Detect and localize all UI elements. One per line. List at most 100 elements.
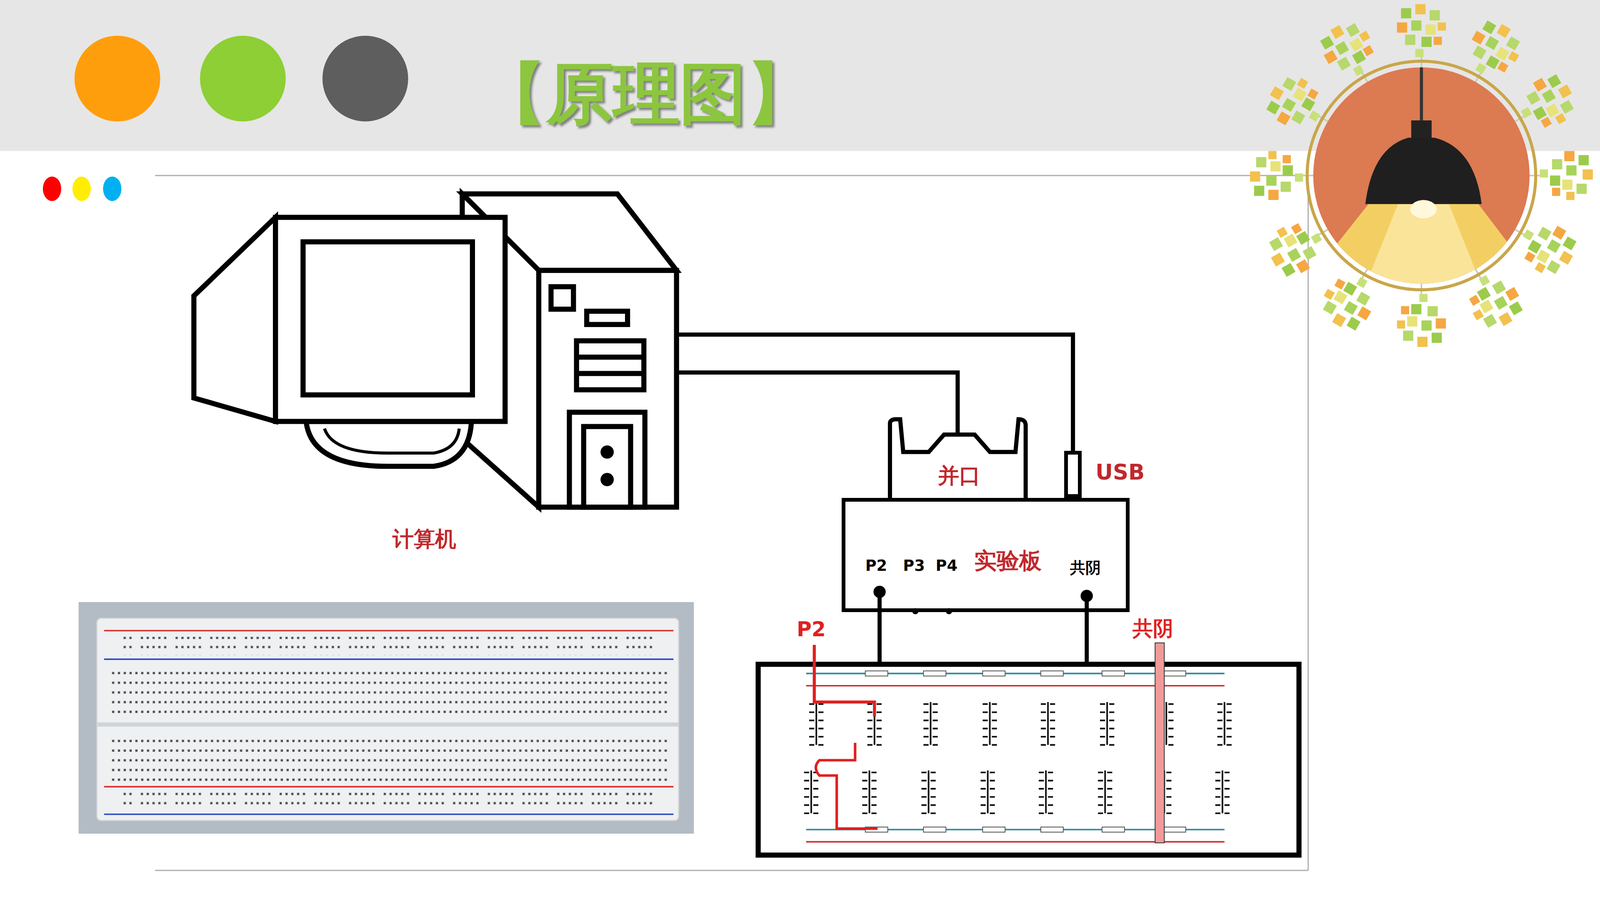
- breadboard-diagram-part: [980, 770, 995, 814]
- breadboard-photo-part: [120, 791, 657, 810]
- pin-wires-part: [873, 585, 886, 598]
- breadboard-diagram-part: [758, 664, 1300, 855]
- computer-drawing-part: [275, 217, 505, 422]
- cable-connector: [678, 334, 1074, 451]
- pin-label: P3: [902, 557, 925, 575]
- breadboard-diagram-part: [923, 702, 938, 745]
- breadboard-diagram-part: [1097, 770, 1113, 814]
- breadboard-photo-part: [97, 722, 679, 727]
- breadboard-diagram-part-part: [1163, 670, 1186, 676]
- breadboard-photo-part: [78, 602, 695, 834]
- breadboard-photo-part: [110, 733, 670, 783]
- breadboard-diagram-part: [1100, 702, 1115, 745]
- pin-wires-part: [1084, 595, 1089, 666]
- computer-drawing-part: [550, 286, 574, 310]
- breadboard-diagram-part: [804, 770, 819, 814]
- breadboard-diagram-part: [1215, 770, 1230, 814]
- breadboard-diagram-part-part: [923, 670, 946, 676]
- color-dots-part: [42, 176, 62, 202]
- computer-drawing-part: [576, 340, 645, 390]
- lamp-decoration: [1250, 4, 1593, 348]
- header-circles-part: [74, 35, 161, 122]
- pin-label: P4: [935, 557, 958, 575]
- pin-wires: [873, 585, 1093, 666]
- breadboard-photo-part: [110, 666, 670, 716]
- node-label: P2: [865, 557, 888, 575]
- computer-drawing: [193, 193, 677, 508]
- content-frame-part: [1307, 175, 1309, 871]
- wire-label: P2: [794, 617, 829, 642]
- connector-outline-path: [890, 419, 1026, 500]
- content-frame-part: [155, 175, 1308, 177]
- lamp-decoration-part: [1420, 67, 1423, 123]
- breadboard-diagram-part: [1038, 770, 1053, 814]
- breadboard-diagram-part-part: [982, 827, 1005, 833]
- breadboard-photo-part: [104, 630, 674, 632]
- header-circles-part: [200, 35, 286, 122]
- breadboard-diagram: [758, 642, 1300, 855]
- breadboard-diagram-part: [865, 670, 1186, 833]
- lamp-decoration-part: [1287, 199, 1557, 307]
- breadboard-diagram-part: [862, 770, 877, 814]
- color-dots-part: [102, 176, 122, 202]
- breadboard-diagram-part: [1155, 642, 1165, 843]
- breadboard-diagram-part: [815, 742, 878, 829]
- lamp-decoration-part: [1410, 200, 1437, 219]
- usb-connector: USB: [1064, 450, 1082, 498]
- computer-drawing-part: [576, 370, 645, 376]
- computer-drawing-part: [302, 241, 473, 395]
- lamp-decoration-part: [1365, 137, 1482, 205]
- wire-label: 共阴: [1130, 616, 1176, 641]
- color-dots-part: [72, 176, 91, 202]
- lamp-decoration-part-part: [1287, 199, 1557, 307]
- computer-drawing-part: [583, 426, 631, 508]
- computer-drawing-part: [324, 428, 460, 454]
- node-label: 计算机: [392, 527, 457, 551]
- computer-drawing-part: [306, 421, 472, 467]
- connector-outline: [887, 416, 1028, 500]
- breadboard-diagram-part-part: [1102, 670, 1125, 676]
- slide-title: 【原理图】: [479, 57, 813, 131]
- computer-drawing-part: [602, 475, 612, 484]
- computer-drawing-part: [569, 412, 645, 508]
- color-dots: [42, 176, 122, 202]
- computer-drawing-part: [586, 311, 628, 325]
- breadboard-diagram-part-part: [1163, 827, 1186, 833]
- parallel-port-connector: 并口: [887, 416, 1028, 500]
- breadboard-photo-part: [120, 636, 657, 655]
- breadboard-photo-part: [97, 618, 679, 821]
- computer-drawing-part: [538, 270, 677, 508]
- pin-label: 实验板: [974, 548, 1042, 574]
- breadboard-diagram-part: [1040, 702, 1055, 745]
- breadboard-diagram-part: [809, 702, 824, 745]
- node-label: USB: [1095, 460, 1145, 485]
- breadboard-diagram-part: [982, 702, 997, 745]
- breadboard-photo-part: [104, 785, 674, 788]
- breadboard-diagram-part-part: [1040, 670, 1064, 676]
- pin-wires-part: [1080, 590, 1093, 603]
- computer-drawing-part: [602, 447, 612, 457]
- cable-connector: [678, 372, 958, 433]
- breadboard-photo-part: [104, 658, 674, 660]
- breadboard-diagram-part-part: [865, 670, 888, 676]
- node-label: 并口: [937, 463, 981, 488]
- breadboard-diagram-part-part: [923, 827, 946, 833]
- content-frame-part: [155, 870, 1308, 872]
- pin-wires-part: [877, 591, 882, 665]
- breadboard-diagram-part: [814, 645, 875, 717]
- breadboard-photo: [78, 602, 695, 834]
- computer-drawing-part: [576, 354, 645, 360]
- pin-label: 共阴: [1070, 559, 1101, 577]
- breadboard-diagram-part: [1217, 702, 1232, 745]
- breadboard-diagram-part: [921, 770, 936, 814]
- computer-drawing-part: [193, 217, 276, 422]
- experiment-board: P2 P3 P4 实验板 共阴: [841, 497, 1130, 613]
- breadboard-diagram-part-part: [1102, 827, 1125, 833]
- header-circles-part: [322, 35, 409, 122]
- breadboard-diagram-part-part: [1040, 827, 1064, 833]
- breadboard-photo-part: [104, 813, 674, 815]
- computer-figure: 计算机: [191, 191, 679, 556]
